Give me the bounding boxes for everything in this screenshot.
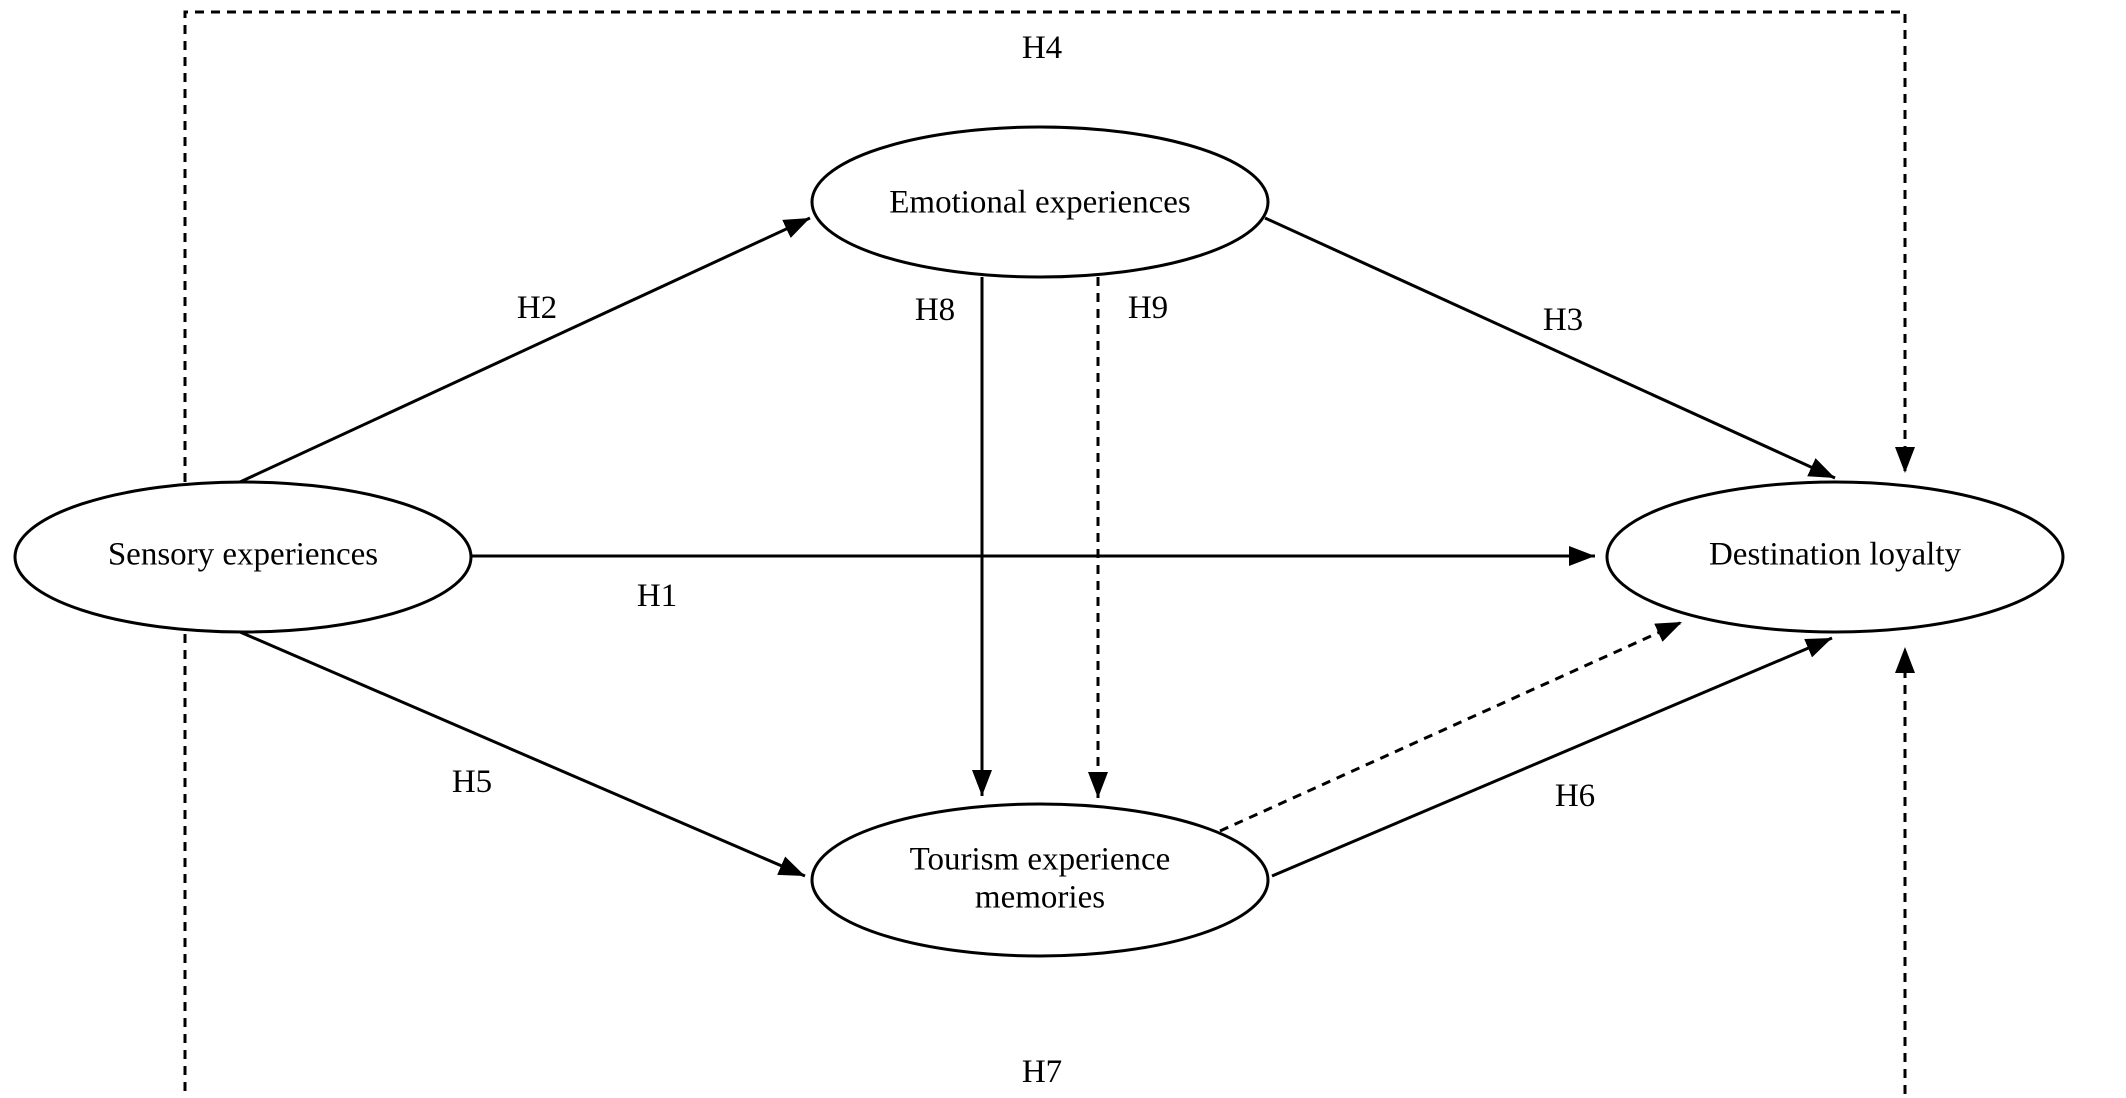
edge-label-h1: H1 bbox=[637, 578, 677, 614]
node-memories-label-line1: Tourism experience bbox=[910, 842, 1171, 878]
node-memories-label-line2: memories bbox=[975, 880, 1105, 916]
edge-h2-line bbox=[239, 216, 811, 484]
edge-label-h5: H5 bbox=[452, 764, 492, 800]
edge-h4-path bbox=[183, 10, 1915, 482]
node-emotional-experiences: Emotional experiences bbox=[810, 125, 1270, 279]
edge-label-h4: H4 bbox=[1022, 30, 1062, 66]
edge-h9-mediation-line bbox=[1219, 620, 1683, 833]
edge-h6-line bbox=[1271, 636, 1833, 878]
edge-h5-line bbox=[239, 630, 806, 878]
edge-label-h9: H9 bbox=[1128, 290, 1168, 326]
edge-label-h2: H2 bbox=[517, 290, 557, 326]
node-sensory-label: Sensory experiences bbox=[108, 537, 378, 573]
edge-h7-path bbox=[183, 634, 1915, 1098]
edge-label-h7: H7 bbox=[1022, 1054, 1062, 1090]
edge-label-h3: H3 bbox=[1543, 302, 1583, 338]
edge-h3-line bbox=[1264, 216, 1836, 480]
node-tourism-experience-memories: Tourism experience memories bbox=[810, 802, 1270, 958]
node-destination-loyalty: Destination loyalty bbox=[1605, 480, 2065, 634]
edge-label-h6: H6 bbox=[1555, 778, 1595, 814]
node-loyalty-label: Destination loyalty bbox=[1709, 537, 1962, 573]
node-sensory-experiences: Sensory experiences bbox=[13, 480, 473, 634]
edge-label-h8: H8 bbox=[915, 292, 955, 328]
node-emotional-label: Emotional experiences bbox=[889, 185, 1190, 221]
